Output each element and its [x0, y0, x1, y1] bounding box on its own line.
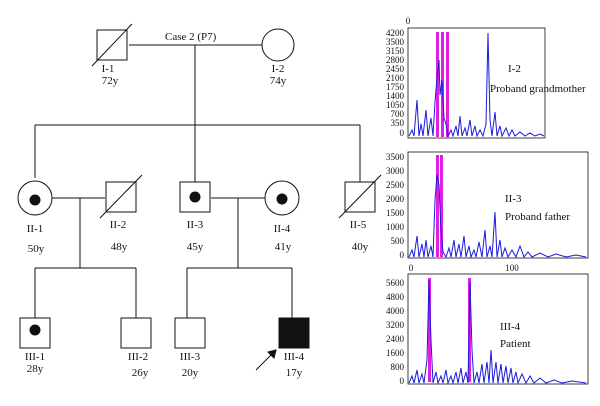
symbol-II-4: [264, 180, 300, 216]
ytick-I-2-6: 2100: [386, 73, 405, 83]
age-I-2: 74y: [270, 75, 287, 87]
ytick-III-4-6: 4800: [386, 292, 405, 302]
electropherogram-III-4: 0 100 0 800 1600 2400 3200 4000 4800 560…: [386, 263, 589, 386]
deceased-slash-II-5: [338, 174, 382, 219]
id-III-3: III-3: [180, 351, 201, 363]
deceased-slash-I-1: [91, 23, 133, 67]
trace-I-2: [408, 32, 545, 138]
top-axis-label-I-2-0: 0: [406, 16, 411, 26]
ytick-I-2-1: 350: [391, 118, 405, 128]
symbol-III-2: [120, 317, 152, 349]
symbol-I-1: [96, 29, 128, 61]
deceased-slash-II-2: [99, 174, 143, 219]
pedigree-title: Case 2 (P7): [165, 31, 217, 43]
marker-band: [428, 278, 431, 382]
panel-id-II-3: II-3: [505, 193, 522, 205]
y-axis-II-3: 0 500 1000 1500 2000 2500 3000 3500: [386, 152, 405, 260]
ytick-III-4-2: 1600: [386, 348, 405, 358]
carrier-dot-II-1: [29, 194, 41, 206]
ytick-I-2-2: 700: [391, 109, 405, 119]
ytick-III-4-4: 3200: [386, 320, 405, 330]
panel-caption-II-3: Proband father: [505, 211, 570, 223]
ytick-II-3-1: 500: [391, 236, 405, 246]
ytick-II-3-6: 3000: [386, 166, 405, 176]
id-II-3: II-3: [187, 219, 204, 231]
symbol-III-1: [19, 317, 51, 349]
age-III-2: 26y: [132, 367, 149, 379]
age-II-5: 40y: [352, 241, 369, 253]
age-II-3: 45y: [187, 241, 204, 253]
ytick-I-2-11: 4200: [386, 28, 405, 38]
age-III-4: 17y: [286, 367, 303, 379]
electropherogram-I-2: 0 0 350 700 1050 1400 1750 2100 2450 280…: [386, 16, 586, 139]
ytick-I-2-8: 2800: [386, 55, 405, 65]
age-II-2: 48y: [111, 241, 128, 253]
ytick-II-3-5: 2500: [386, 180, 405, 190]
marker-band: [436, 32, 439, 137]
age-III-3: 20y: [182, 367, 199, 379]
pedigree-labels: Case 2 (P7) I-1 72y I-2 74y II-1 50y II-…: [25, 31, 369, 379]
id-II-4: II-4: [274, 223, 291, 235]
marker-band: [440, 155, 443, 257]
id-III-2: III-2: [128, 351, 148, 363]
proband-arrowhead: [267, 349, 277, 359]
id-I-2: I-2: [272, 63, 285, 75]
ytick-III-4-7: 5600: [386, 278, 405, 288]
y-axis-III-4: 0 800 1600 2400 3200 4000 4800 5600: [386, 278, 405, 386]
y-axis-I-2: 0 350 700 1050 1400 1750 2100 2450 2800 …: [386, 28, 405, 138]
symbol-II-1: [17, 180, 53, 216]
marker-band: [436, 155, 439, 257]
carrier-dot-III-1: [29, 324, 41, 336]
id-I-1: I-1: [102, 63, 115, 75]
ytick-III-4-3: 2400: [386, 334, 405, 344]
trace-II-3: [408, 174, 587, 259]
ytick-III-4-1: 800: [391, 362, 405, 372]
age-II-1: 50y: [28, 243, 45, 255]
id-III-1: III-1: [25, 351, 45, 363]
pedigree-chart: [17, 23, 382, 371]
age-I-1: 72y: [102, 75, 119, 87]
symbol-III-3: [174, 317, 206, 349]
ytick-I-2-10: 3500: [386, 37, 405, 47]
symbol-II-3: [179, 181, 211, 213]
panel-frame-III-4: [407, 273, 589, 385]
ytick-III-4-0: 0: [400, 376, 405, 386]
marker-bands-II-3: [436, 155, 443, 257]
ytick-II-3-4: 2000: [386, 194, 405, 204]
ytick-II-3-0: 0: [400, 250, 405, 260]
symbol-III-4: [278, 317, 310, 349]
id-II-1: II-1: [27, 223, 44, 235]
panel-caption-I-2: Proband grandmother: [490, 83, 586, 95]
ytick-I-2-5: 1750: [386, 82, 405, 92]
ytick-I-2-0: 0: [400, 128, 405, 138]
ytick-I-2-7: 2450: [386, 64, 405, 74]
trace-III-4: [408, 279, 587, 385]
ytick-II-3-7: 3500: [386, 152, 405, 162]
electropherogram-II-3: 0 500 1000 1500 2000 2500 3000 3500 II-3…: [386, 151, 589, 260]
panel-caption-III-4: Patient: [500, 338, 531, 350]
ytick-II-3-2: 1000: [386, 222, 405, 232]
id-II-2: II-2: [110, 219, 127, 231]
top-axis-label-III-4-1: 100: [505, 263, 519, 273]
panel-id-I-2: I-2: [508, 63, 521, 75]
carrier-dot-II-4: [276, 193, 288, 205]
panel-id-III-4: III-4: [500, 321, 521, 333]
ytick-I-2-9: 3150: [386, 46, 405, 56]
id-II-5: II-5: [350, 219, 367, 231]
symbol-II-5: [344, 181, 376, 213]
symbol-I-2: [261, 28, 295, 62]
carrier-dot-II-3: [189, 191, 201, 203]
marker-band: [446, 32, 449, 137]
ytick-I-2-3: 1050: [386, 100, 405, 110]
age-III-1: 28y: [27, 363, 44, 375]
id-III-4: III-4: [284, 351, 305, 363]
age-II-4: 41y: [275, 241, 292, 253]
ytick-II-3-3: 1500: [386, 208, 405, 218]
ytick-III-4-5: 4000: [386, 306, 405, 316]
ytick-I-2-4: 1400: [386, 91, 405, 101]
symbol-II-2: [105, 181, 137, 213]
top-axis-label-III-4-0: 0: [409, 263, 414, 273]
